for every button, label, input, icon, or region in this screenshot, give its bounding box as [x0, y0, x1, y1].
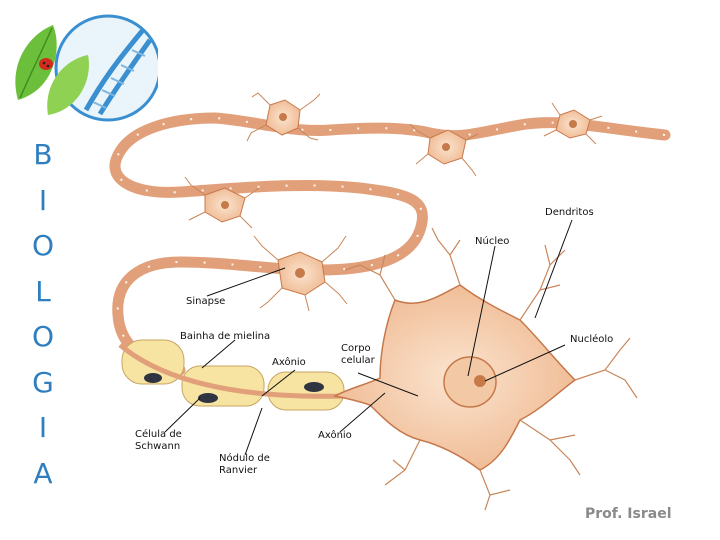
label-line: celular	[341, 355, 375, 366]
leaf-logo-icon	[15, 25, 89, 115]
cell-nucleus	[443, 356, 497, 408]
cell-nucleolus	[474, 375, 486, 387]
author-signature: Prof. Israel	[585, 506, 672, 522]
label-line: Schwann	[135, 441, 181, 452]
label-celula-schwann: Célula de Schwann	[135, 429, 182, 453]
label-dendritos: Dendritos	[545, 207, 594, 218]
title-letter: B	[33, 138, 53, 171]
title-letter: G	[32, 365, 54, 399]
label-line: Ranvier	[219, 465, 258, 476]
label-axonio-lower: Axônio	[318, 430, 352, 441]
small-nucleus	[295, 268, 305, 278]
label-line: Corpo	[341, 343, 371, 354]
label-line: Célula de	[135, 429, 182, 440]
ladybug-icon	[39, 58, 53, 70]
label-nucleo: Núcleo	[475, 236, 510, 247]
label-nodulo-ranvier: Nódulo de Ranvier	[219, 453, 270, 477]
title-letter: I	[38, 183, 48, 217]
small-nucleus	[221, 201, 229, 209]
axon-chain	[109, 112, 671, 376]
label-sinapse: Sinapse	[186, 296, 226, 307]
biology-logo	[8, 10, 162, 125]
small-nucleus	[442, 143, 450, 151]
schwann-cell	[144, 373, 324, 403]
small-nucleus	[279, 113, 287, 121]
vertical-title: B I O L O G I A	[26, 132, 60, 496]
label-pointers	[164, 219, 573, 456]
small-nucleus	[569, 120, 577, 128]
label-corpo-celular: Corpo celular	[341, 343, 375, 367]
title-letter: O	[31, 320, 55, 353]
title-letter: O	[31, 229, 55, 262]
label-line: Nódulo de	[219, 453, 270, 464]
title-letter: A	[33, 456, 53, 490]
label-axonio-upper: Axônio	[272, 357, 306, 368]
title-letter: I	[38, 411, 48, 444]
small-dendrites	[184, 92, 603, 312]
label-bainha-mielina: Bainha de mielina	[180, 331, 271, 342]
title-letter: L	[35, 274, 51, 308]
label-nucleolo: Nucléolo	[570, 334, 614, 345]
